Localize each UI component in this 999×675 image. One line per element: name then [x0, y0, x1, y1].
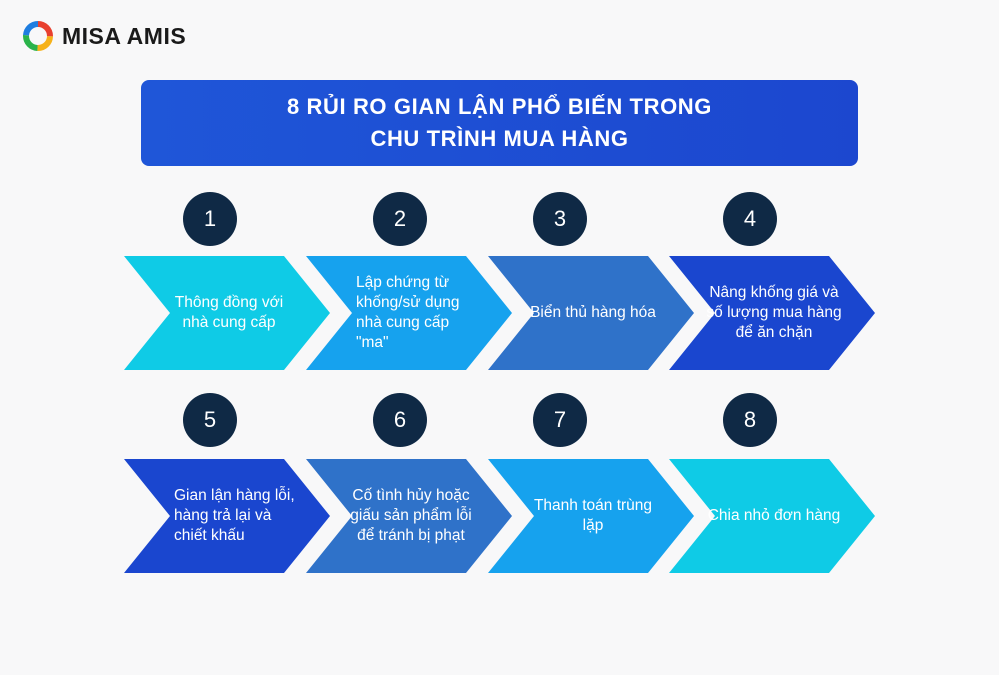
step-7-badge: 7	[533, 393, 587, 447]
misa-logo-icon	[23, 21, 53, 51]
step-3-badge: 3	[533, 192, 587, 246]
step-2-badge: 2	[373, 192, 427, 246]
step-8-arrow: Chia nhỏ đơn hàng	[669, 459, 875, 573]
step-1-badge: 1	[183, 192, 237, 246]
chevron-shape	[306, 256, 512, 370]
title-line-1: 8 RỦI RO GIAN LẬN PHỔ BIẾN TRONG	[287, 94, 712, 119]
step-4-arrow: Nâng khống giá và số lượng mua hàng để ă…	[669, 256, 875, 370]
step-7-arrow: Thanh toán trùng lặp	[488, 459, 694, 573]
step-1-arrow: Thông đồng với nhà cung cấp	[124, 256, 330, 370]
step-5-badge: 5	[183, 393, 237, 447]
brand-name: MISA AMIS	[62, 22, 187, 49]
step-4-badge: 4	[723, 192, 777, 246]
chevron-shape	[488, 256, 694, 370]
step-3-arrow: Biển thủ hàng hóa	[488, 256, 694, 370]
step-6-text: Cố tình hủy hoặc giấu sản phẩm lỗi để tr…	[350, 487, 472, 544]
step-8-text: Chia nhỏ đơn hàng	[707, 507, 841, 524]
step-2-text: Lập chứng từ khống/sử dụng nhà cung cấp …	[356, 274, 460, 351]
title-line-2: CHU TRÌNH MUA HÀNG	[370, 126, 629, 151]
step-6-badge: 6	[373, 393, 427, 447]
step-5-arrow: Gian lận hàng lỗi, hàng trả lại và chiết…	[124, 459, 330, 573]
step-8-badge: 8	[723, 393, 777, 447]
chevron-shape	[124, 459, 330, 573]
step-1-text: Thông đồng với nhà cung cấp	[174, 294, 284, 331]
brand-logo: MISA AMIS	[22, 20, 186, 52]
step-3-text: Biển thủ hàng hóa	[530, 304, 656, 321]
step-4-text: Nâng khống giá và số lượng mua hàng để ă…	[706, 284, 842, 341]
chevron-shape	[124, 256, 330, 370]
step-6-arrow: Cố tình hủy hoặc giấu sản phẩm lỗi để tr…	[306, 459, 512, 573]
chevron-shape	[669, 459, 875, 573]
chevron-shape	[488, 459, 694, 573]
chevron-shape	[669, 256, 875, 370]
step-5-text: Gian lận hàng lỗi, hàng trả lại và chiết…	[174, 487, 295, 544]
chevron-shape	[306, 459, 512, 573]
step-2-arrow: Lập chứng từ khống/sử dụng nhà cung cấp …	[306, 256, 512, 370]
title-banner: 8 RỦI RO GIAN LẬN PHỔ BIẾN TRONG CHU TRÌ…	[141, 80, 858, 166]
step-7-text: Thanh toán trùng lặp	[533, 497, 653, 534]
